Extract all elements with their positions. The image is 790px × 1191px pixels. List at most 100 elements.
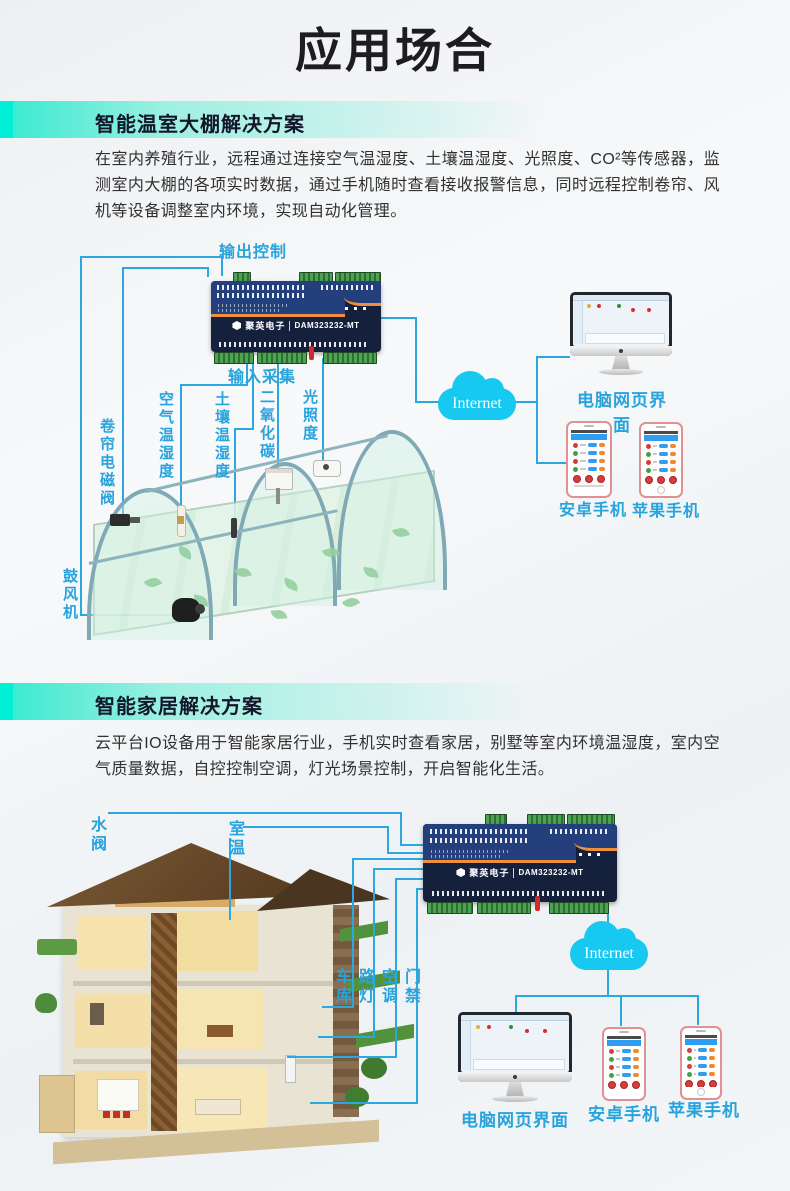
- dining-chair: [103, 1111, 110, 1118]
- monitor-stand: [612, 356, 630, 370]
- device-upper-panel-right: [574, 824, 617, 852]
- apple-logo-icon: [513, 1075, 517, 1079]
- door-access-label: 门禁: [402, 968, 419, 1006]
- iphone-label: 苹果手机: [668, 1101, 740, 1120]
- light-intensity-label: 光照度: [301, 389, 318, 443]
- iphone-label: 苹果手机: [632, 503, 701, 520]
- leaf-icon: [270, 609, 288, 620]
- staircase: [151, 913, 177, 1131]
- co2-sensor-device: [265, 468, 293, 490]
- sofa: [195, 1099, 241, 1115]
- monitor-stand: [506, 1082, 524, 1097]
- connector-line: [697, 995, 699, 1025]
- connector-line: [322, 1006, 352, 1008]
- connector-line: [620, 995, 622, 1026]
- section1-paragraph: 在室内养殖行业，远程通过连接空气温湿度、土壤温湿度、光照度、CO²等传感器，监测…: [95, 151, 720, 220]
- logo-divider: [513, 867, 515, 878]
- dining-chair: [123, 1111, 130, 1118]
- tree: [361, 1057, 387, 1079]
- device-model: DAM323232-MT: [294, 321, 360, 330]
- section1-accent-block: [0, 101, 13, 138]
- connector-line: [277, 358, 279, 468]
- brand-logo-icon: [456, 868, 466, 877]
- terminal-block: [323, 352, 377, 364]
- house-room: [178, 911, 258, 971]
- connector-line: [108, 812, 402, 814]
- connector-line: [514, 401, 537, 403]
- home-button: [697, 1088, 705, 1096]
- air-sensor-band: [177, 516, 184, 524]
- pc-web-ui-label: 电脑网页界面: [577, 391, 667, 435]
- connector-line: [234, 428, 254, 430]
- terminal-block: [214, 352, 254, 364]
- shutter-valve-label: 卷帘电磁阀: [98, 418, 115, 508]
- status-dot: [476, 1025, 480, 1029]
- connector-line: [416, 888, 423, 890]
- apple-logo-icon: [619, 349, 623, 353]
- phone-app-screen: [644, 431, 678, 485]
- connector-line: [387, 826, 389, 854]
- phone-speaker: [656, 426, 666, 428]
- section2-paragraph: 云平台IO设备用于智能家居行业，手机实时查看家居，别墅等室内环境温湿度，室内空气…: [95, 735, 720, 778]
- terminal-block: [427, 902, 473, 914]
- window: [90, 1003, 104, 1025]
- connector-line: [373, 868, 423, 870]
- terminal-dashes: [217, 285, 305, 290]
- villa-cutaway-illustration: [35, 843, 414, 1165]
- status-dot: [525, 1029, 529, 1033]
- connector-line: [243, 826, 389, 828]
- internet-cloud-icon: Internet: [570, 921, 648, 970]
- connector-line: [252, 358, 254, 429]
- terminal-dashes: [430, 838, 530, 843]
- connector-line: [515, 995, 517, 1013]
- desktop-computer: [570, 292, 672, 384]
- device-antenna-stub: [309, 346, 314, 360]
- terminal-dashes: [219, 342, 369, 347]
- home-button: [657, 486, 665, 494]
- status-leds: [345, 307, 371, 310]
- connector-line: [395, 878, 423, 880]
- connector-line: [400, 812, 402, 846]
- connector-line: [122, 267, 124, 518]
- connector-line: [387, 852, 423, 854]
- tatami-room: [39, 1075, 75, 1133]
- connector-line: [318, 1036, 375, 1038]
- tree: [345, 1087, 369, 1107]
- status-dot: [631, 308, 635, 312]
- blower-fan: [195, 604, 205, 614]
- connector-line: [415, 317, 417, 403]
- connector-line: [221, 256, 223, 276]
- android-phone: [602, 1027, 646, 1101]
- street-lamp-label: 路灯: [356, 968, 373, 1006]
- internet-label: Internet: [452, 395, 502, 412]
- status-dot: [617, 304, 621, 308]
- desktop-computer: [458, 1012, 572, 1112]
- logo-divider: [289, 320, 291, 331]
- input-acquisition-label: 输入采集: [228, 369, 297, 386]
- co2-label: 二氧化碳: [258, 389, 275, 461]
- floor-slab: [73, 1059, 338, 1064]
- furniture: [207, 1025, 233, 1037]
- software-toolbar: [461, 1015, 569, 1021]
- greenhouse-illustration: [85, 428, 447, 640]
- blower-label: 鼓风机: [61, 568, 78, 622]
- device-antenna-stub: [535, 896, 540, 911]
- brand-logo-icon: [232, 321, 242, 330]
- floor-slab: [73, 981, 338, 986]
- section2-title: 智能家居解决方案: [95, 696, 263, 718]
- legend-text-lines: [431, 855, 501, 858]
- connector-line: [287, 1056, 397, 1058]
- connector-line: [246, 358, 248, 385]
- legend-text-lines: [431, 850, 511, 853]
- dining-chair: [113, 1111, 120, 1118]
- iphone: [639, 422, 683, 498]
- status-dot: [597, 304, 601, 308]
- device-brand: 聚英电子: [469, 868, 510, 878]
- connector-line: [515, 995, 699, 997]
- terminal-block: [257, 352, 307, 364]
- phone-app-screen: [571, 430, 607, 487]
- terminal-block: [477, 902, 531, 914]
- connector-line: [322, 358, 324, 460]
- connector-line: [80, 256, 223, 258]
